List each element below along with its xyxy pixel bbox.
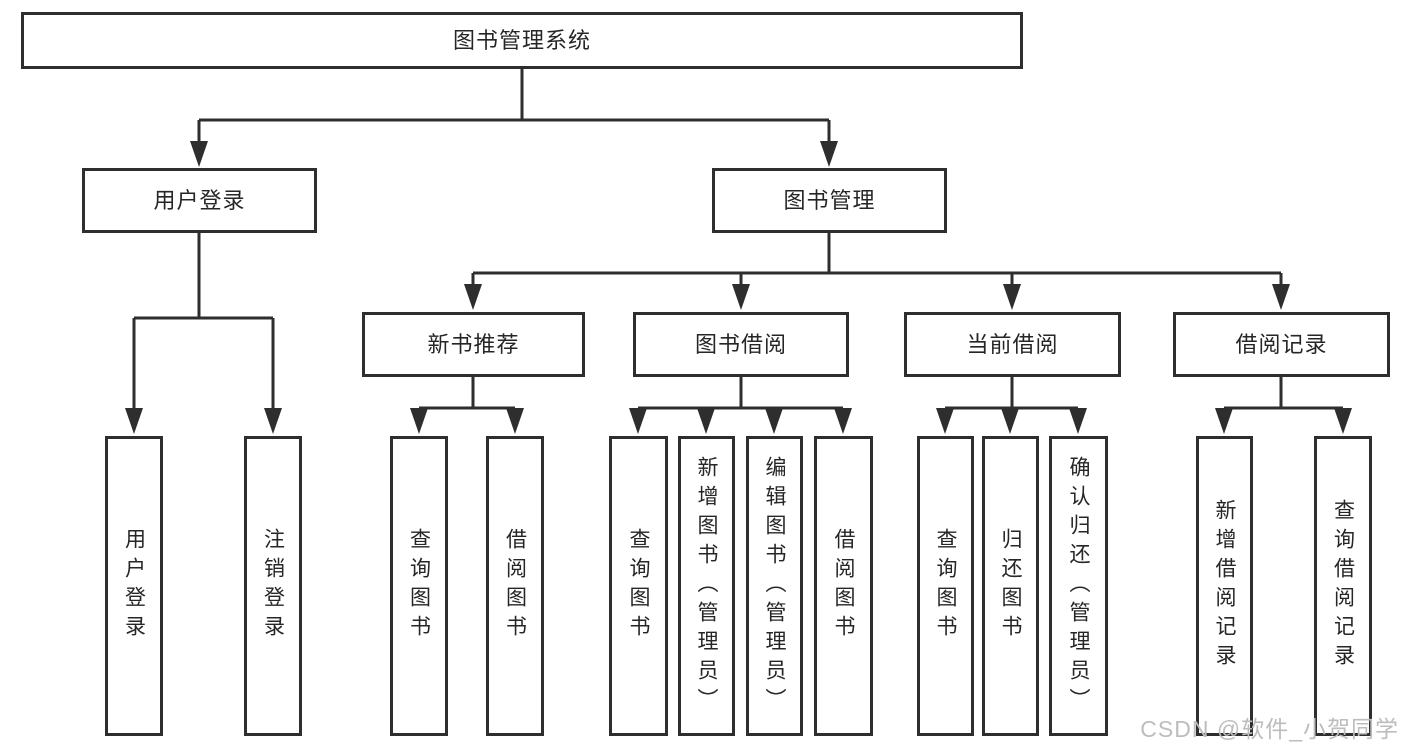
leaf-newrec-query-books: 查询图书 [390, 436, 448, 736]
leaf-borrow-edit-books-admin: 编辑图书（管理员） [746, 436, 803, 736]
node-book-management: 图书管理 [712, 168, 947, 233]
leaf-borrow-query-books: 查询图书 [609, 436, 668, 736]
leaf-borrow-add-books-admin: 新增图书（管理员） [678, 436, 735, 736]
leaf-current-return-books: 归还图书 [982, 436, 1039, 736]
node-user-login: 用户登录 [82, 168, 317, 233]
node-new-book-recommendation: 新书推荐 [362, 312, 585, 377]
leaf-newrec-borrow-books: 借阅图书 [486, 436, 544, 736]
node-library-management-system: 图书管理系统 [21, 12, 1023, 69]
leaf-borrow-borrow-books: 借阅图书 [814, 436, 873, 736]
node-borrowing-records: 借阅记录 [1173, 312, 1390, 377]
csdn-watermark: CSDN @软件_小贺同学 [1140, 716, 1399, 742]
leaf-user-login: 用户登录 [105, 436, 163, 736]
node-book-borrowing: 图书借阅 [633, 312, 849, 377]
leaf-records-add-borrow-record: 新增借阅记录 [1196, 436, 1253, 736]
node-current-borrowing: 当前借阅 [904, 312, 1121, 377]
leaf-current-confirm-return-admin: 确认归还（管理员） [1049, 436, 1108, 736]
leaf-records-query-borrow-record: 查询借阅记录 [1314, 436, 1372, 736]
leaf-current-query-books: 查询图书 [917, 436, 974, 736]
leaf-logout: 注销登录 [244, 436, 302, 736]
